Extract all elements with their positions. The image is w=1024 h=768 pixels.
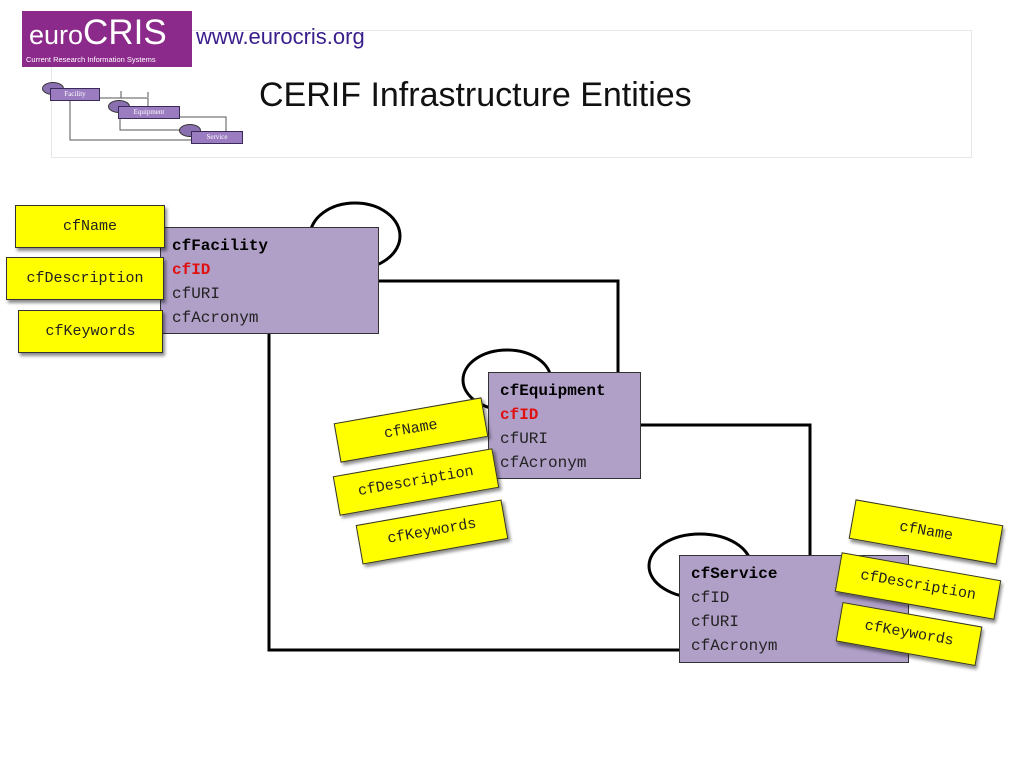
logo-euro: euro	[29, 20, 84, 50]
entity-equipment-name: cfEquipment	[500, 382, 606, 400]
facility-attr-description: cfDescription	[6, 257, 164, 300]
mini-diagram-connectors	[69, 91, 227, 141]
mini-equipment-box: Equipment	[118, 106, 180, 119]
slide-title: CERIF Infrastructure Entities	[259, 76, 692, 114]
facility-attr-name: cfName	[15, 205, 165, 248]
entity-equipment-id: cfID	[500, 406, 539, 424]
entity-service-uri: cfURI	[691, 613, 740, 631]
entity-service-id: cfID	[691, 589, 730, 607]
equipment-service-link	[640, 423, 812, 555]
entity-equipment-uri: cfURI	[500, 430, 549, 448]
eurocris-logo: euroCRIS Current Research Information Sy…	[22, 11, 192, 67]
entity-facility: cfFacility cfID cfURI cfAcronym	[160, 227, 379, 334]
logo-cris: CRIS	[83, 13, 167, 52]
entity-service-acronym: cfAcronym	[691, 637, 778, 655]
facility-service-link	[267, 333, 679, 652]
mini-service-box: Service	[191, 131, 243, 144]
site-url[interactable]: www.eurocris.org	[196, 24, 365, 49]
entity-equipment: cfEquipment cfID cfURI cfAcronym	[488, 372, 641, 479]
entity-facility-acronym: cfAcronym	[172, 309, 259, 327]
entity-service-name: cfService	[691, 565, 778, 583]
mini-facility-box: Facility	[50, 88, 100, 101]
facility-equipment-link	[378, 279, 620, 372]
facility-attr-keywords: cfKeywords	[18, 310, 163, 353]
entity-facility-id: cfID	[172, 261, 211, 279]
entity-facility-uri: cfURI	[172, 285, 221, 303]
logo-subtitle: Current Research Information Systems	[26, 55, 156, 64]
entity-facility-name: cfFacility	[172, 237, 269, 255]
entity-equipment-acronym: cfAcronym	[500, 454, 587, 472]
